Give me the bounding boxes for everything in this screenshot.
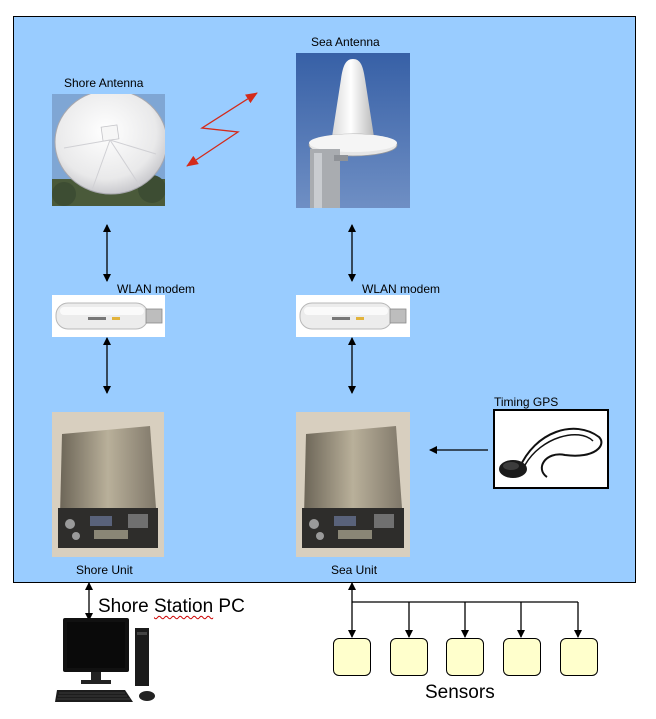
enclosure-box-icon [296, 412, 410, 557]
sensor-box-1 [333, 638, 371, 676]
sensor-bus [348, 582, 582, 638]
omni-antenna-icon [296, 53, 410, 208]
shore-antenna-label: Shore Antenna [64, 76, 144, 90]
sensor-box-2 [390, 638, 428, 676]
sensors-label: Sensors [425, 682, 495, 703]
sea-unit-label: Sea Unit [331, 563, 378, 577]
sensor-box-3 [446, 638, 484, 676]
timing-gps-label: Timing GPS [494, 395, 559, 409]
sensor-box-4 [503, 638, 541, 676]
dish-antenna-icon [52, 94, 165, 206]
sea-antenna-label: Sea Antenna [311, 35, 380, 49]
gps-puck-icon [493, 409, 609, 489]
wlan-modem-label-left: WLAN modem [117, 282, 196, 296]
wlan-modem-icon [296, 295, 410, 337]
radio-link-arrow [186, 92, 258, 167]
shore-unit-label: Shore Unit [76, 563, 133, 577]
desktop-computer-icon [55, 616, 159, 708]
wlan-modem-label-right: WLAN modem [362, 282, 441, 296]
shore-station-pc-label: Shore Station PC [98, 596, 245, 617]
wlan-modem-icon [52, 295, 165, 337]
enclosure-box-icon [52, 412, 164, 557]
sensor-box-5 [560, 638, 598, 676]
